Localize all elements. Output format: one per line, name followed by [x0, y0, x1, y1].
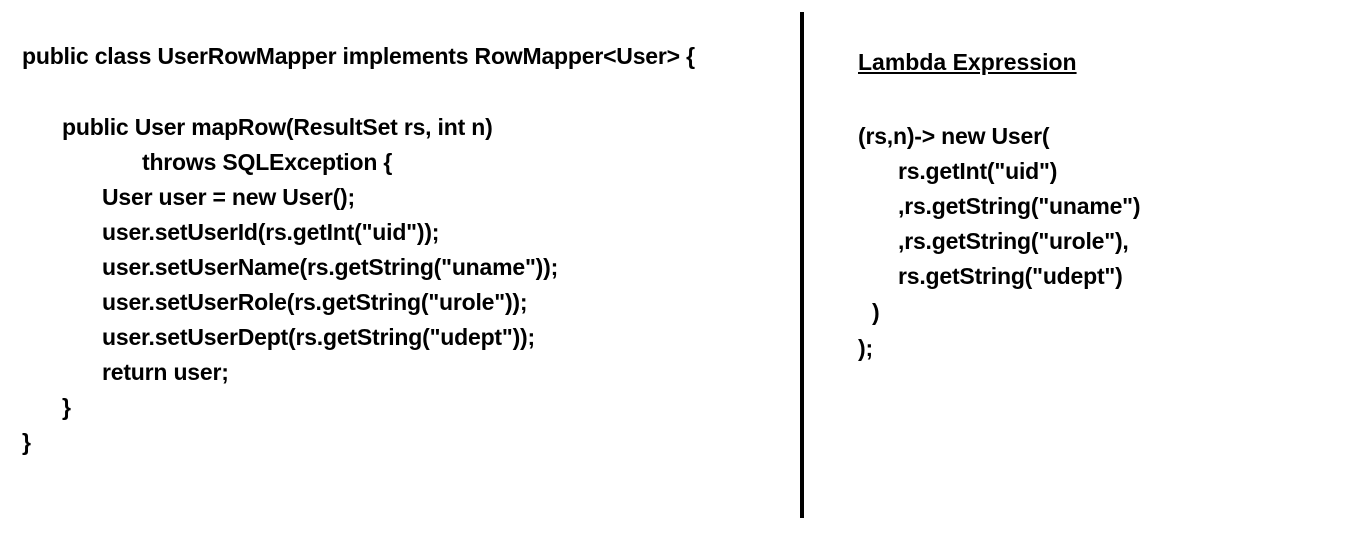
- code-line-set-user-name: user.setUserName(rs.getString("uname"));: [102, 254, 559, 280]
- code-line-new-user: User user = new User();: [102, 184, 355, 210]
- lambda-heading: Lambda Expression: [858, 49, 1077, 75]
- code-line-method-close-brace: }: [62, 394, 71, 420]
- code-line-method-signature: public User mapRow(ResultSet rs, int n): [62, 114, 493, 140]
- lambda-line-get-uname: ,rs.getString("uname"): [898, 193, 1141, 219]
- code-line-return-user: return user;: [102, 359, 229, 385]
- lambda-line-get-uid: rs.getInt("uid"): [898, 158, 1058, 184]
- lambda-line-close-paren: ): [872, 299, 880, 325]
- code-line-class-close-brace: }: [22, 429, 31, 455]
- lambda-line-end-statement: );: [858, 335, 873, 361]
- lambda-line-get-urole: ,rs.getString("urole"),: [898, 228, 1129, 254]
- code-line-throws-clause: throws SQLException {: [142, 149, 393, 175]
- lambda-line-get-udept: rs.getString("udept"): [898, 263, 1123, 289]
- code-line-set-user-dept: user.setUserDept(rs.getString("udept"));: [102, 324, 535, 350]
- vertical-divider: [800, 12, 804, 518]
- code-line-set-user-role: user.setUserRole(rs.getString("urole"));: [102, 289, 528, 315]
- code-line-set-user-id: user.setUserId(rs.getInt("uid"));: [102, 219, 440, 245]
- lambda-line-new-user: (rs,n)-> new User(: [858, 123, 1050, 149]
- code-line-class-declaration: public class UserRowMapper implements Ro…: [22, 43, 695, 69]
